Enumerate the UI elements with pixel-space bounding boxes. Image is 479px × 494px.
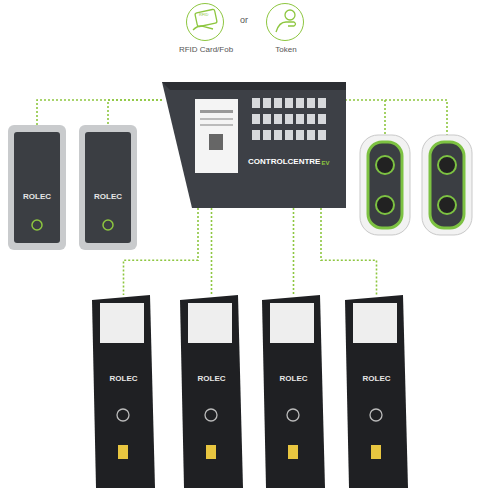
charger-casing <box>8 125 66 250</box>
charger-socket <box>103 220 113 230</box>
screen-text <box>200 124 233 126</box>
wallpod-ring <box>430 142 464 228</box>
wallpod-ring <box>368 142 402 228</box>
node-text: ROLEC <box>363 375 391 384</box>
dotted-wire <box>321 208 377 295</box>
charger-socket <box>32 220 42 230</box>
node-text: ROLEC <box>94 193 122 202</box>
pedestal-art <box>92 295 408 488</box>
screen-text <box>200 110 233 113</box>
pedestal-charger: ROLEC <box>345 295 408 488</box>
pedestal-charger: ROLEC <box>262 295 325 488</box>
card-label: RFID <box>199 13 208 17</box>
dotted-wire <box>124 208 199 295</box>
wallpod-socket <box>438 196 456 214</box>
card-icon <box>195 9 217 27</box>
node-text: RFID Card/Fob <box>179 46 233 55</box>
dotted-wire <box>37 100 162 125</box>
info-screen <box>195 99 238 173</box>
charger-front <box>14 132 60 243</box>
wallpod-body <box>422 135 472 235</box>
dotted-wire <box>108 100 162 125</box>
housing-hood <box>162 82 346 90</box>
node-text: ROLEC <box>23 193 51 202</box>
wall-charger: ROLEC <box>79 125 137 250</box>
token-icon <box>285 10 295 20</box>
hand-icon <box>276 22 296 32</box>
screen-qr <box>209 134 223 150</box>
screen-text <box>200 118 233 120</box>
wallpod-socket <box>376 196 394 214</box>
token-slots <box>252 98 326 140</box>
hand-icon <box>193 26 213 30</box>
token-circle: Token <box>266 3 304 41</box>
dotted-wire <box>345 100 447 135</box>
charger-casing <box>79 125 137 250</box>
control-housing <box>162 82 346 208</box>
node-text: Token <box>275 46 296 55</box>
node-text: ROLEC <box>110 375 138 384</box>
wallpod-socket <box>376 156 394 174</box>
node-text: ROLEC <box>198 375 226 384</box>
rfid-circle: RFID Card/Fob <box>186 3 224 41</box>
node-text: CONTROLCENTRE <box>248 158 320 167</box>
node-text: EV <box>321 160 329 167</box>
control-centre: CONTROLCENTREEV <box>158 82 346 208</box>
separator-word: or <box>240 16 248 25</box>
wallpod-socket <box>438 156 456 174</box>
dotted-wire <box>293 208 294 295</box>
node-text: ROLEC <box>280 375 308 384</box>
charger-front <box>85 132 131 243</box>
pedestal-charger: ROLEC <box>180 295 243 488</box>
dotted-wire <box>211 208 212 295</box>
wallpod-body <box>360 135 410 235</box>
wall-charger: ROLEC <box>8 125 66 250</box>
pedestal-charger: ROLEC <box>92 295 155 488</box>
